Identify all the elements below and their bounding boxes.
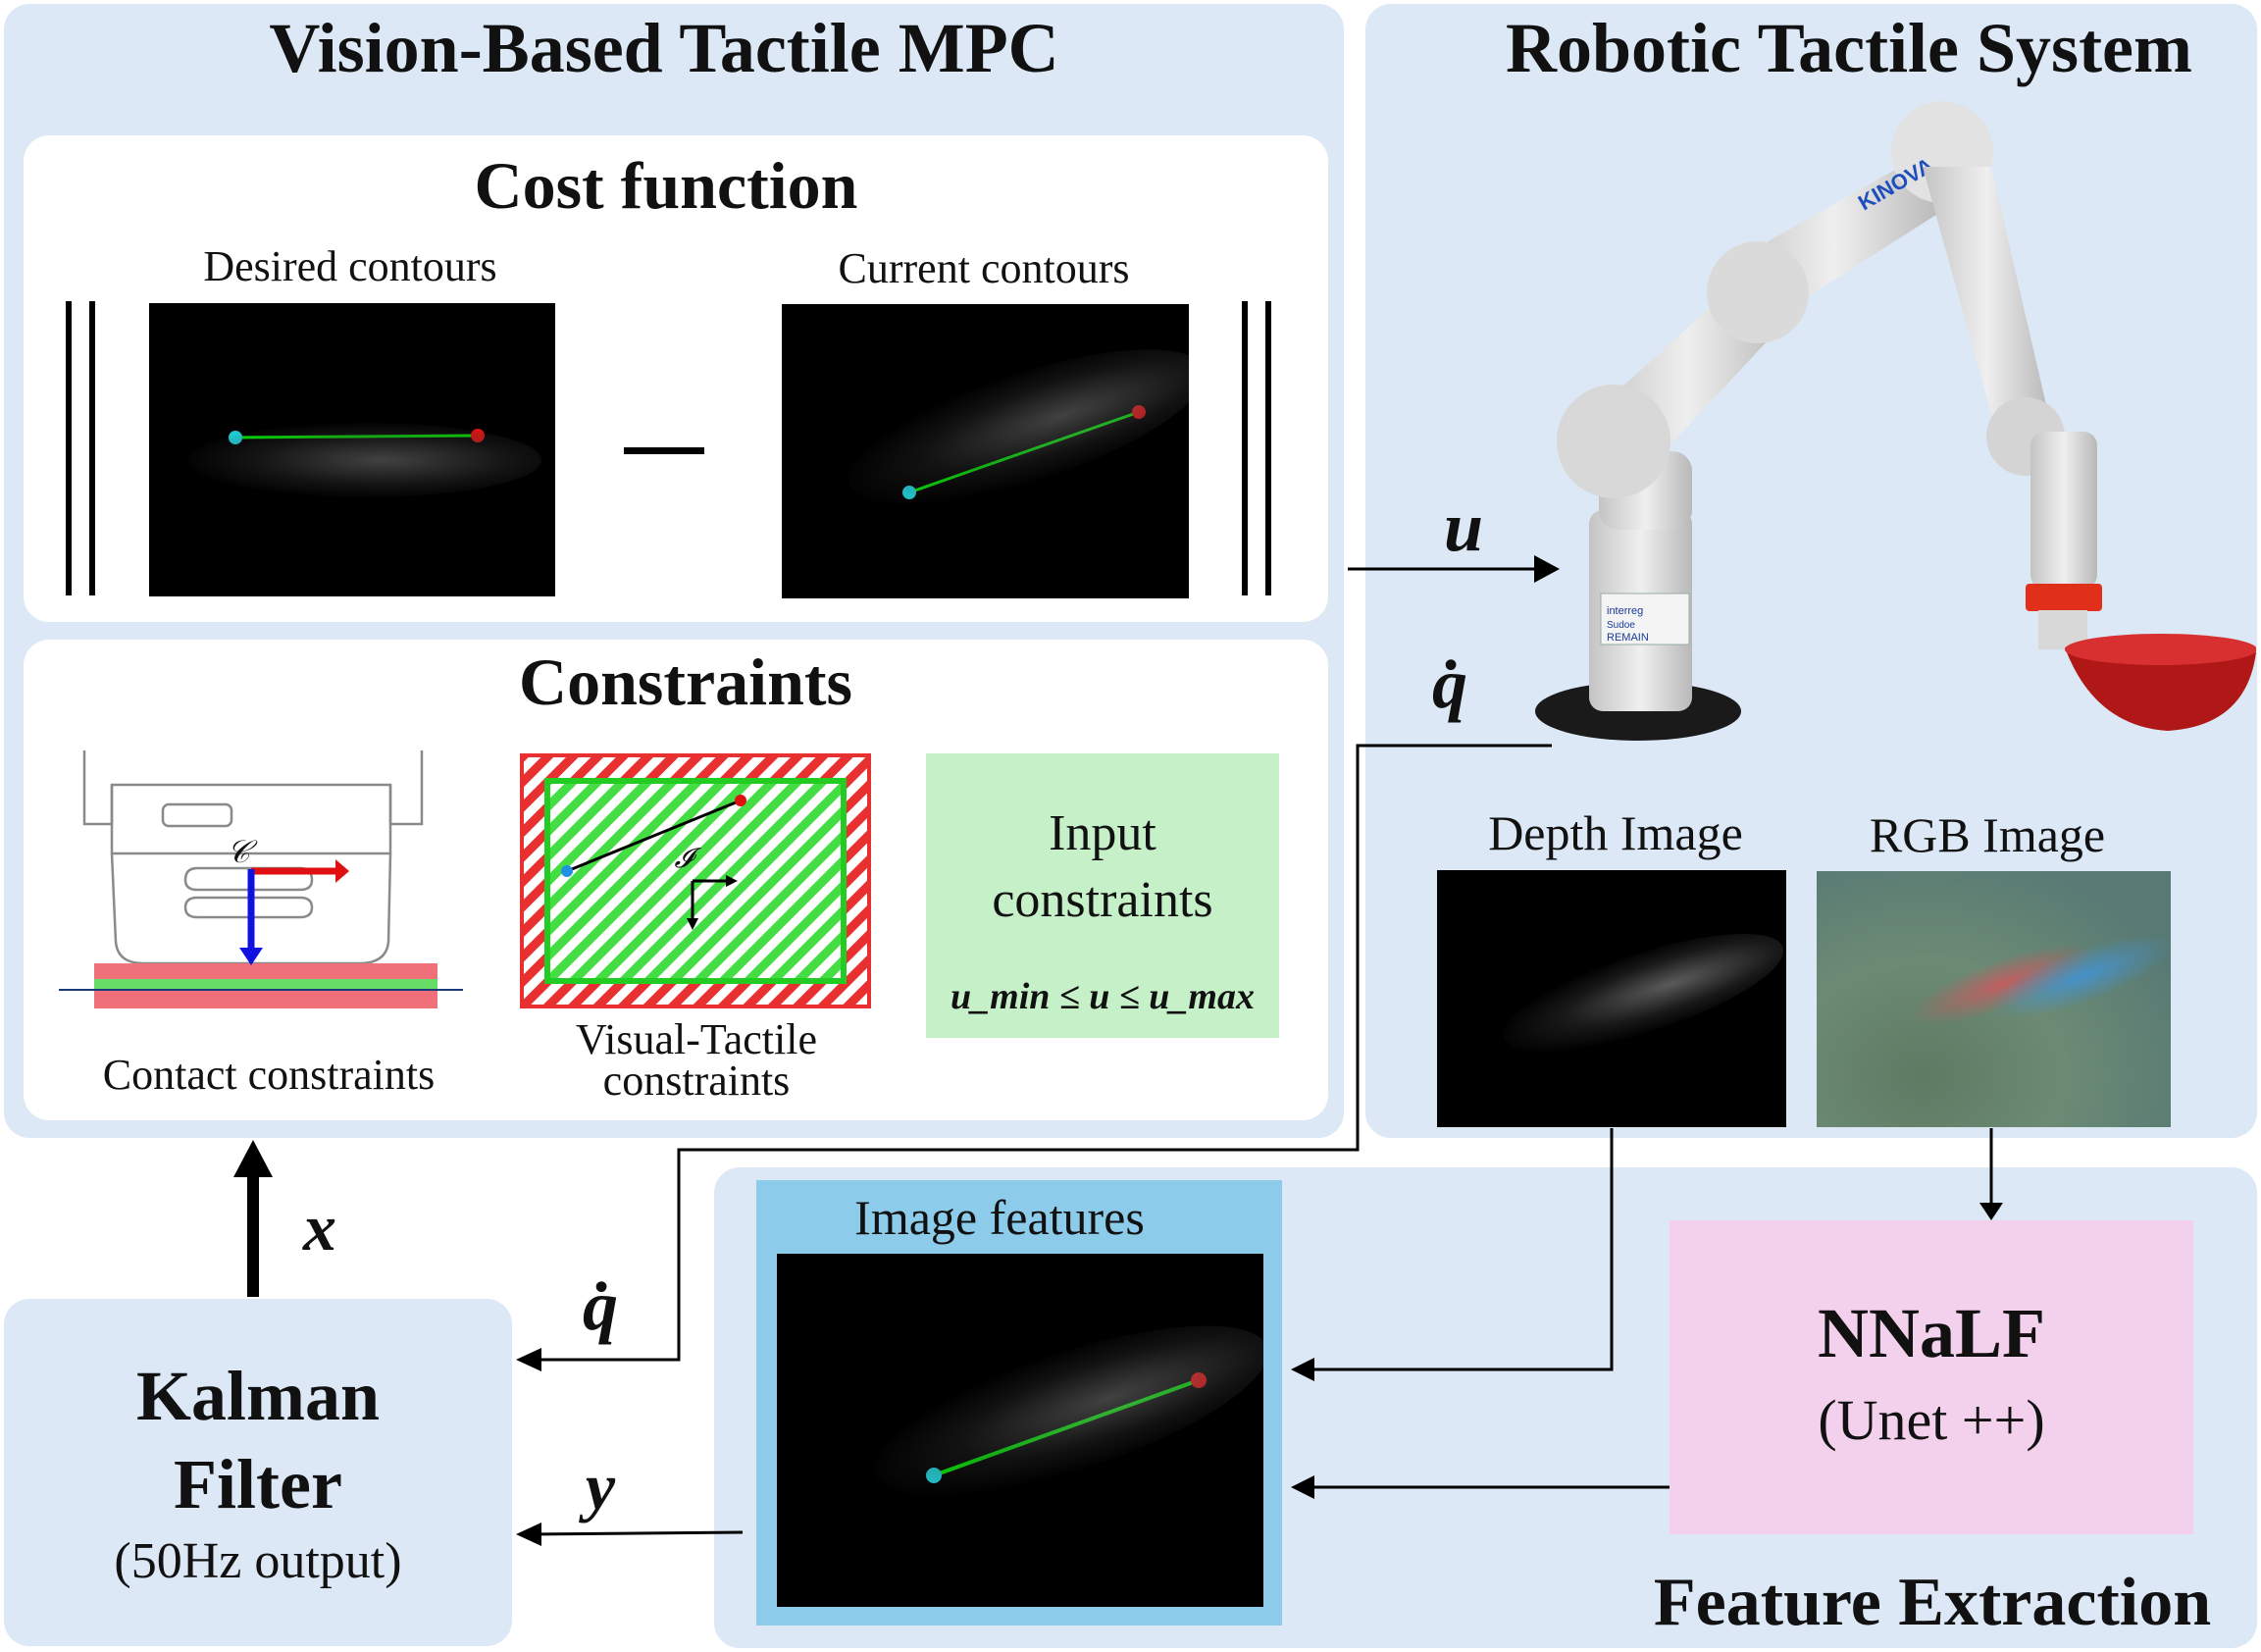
kalman-filter-box (4, 1299, 512, 1646)
visual-tactile-constraint-drawing (520, 753, 871, 1008)
image-features-label: Image features (854, 1190, 1145, 1245)
nnalf-subtitle: (Unet ++) (1818, 1388, 2045, 1452)
signal-qdot-top-label: q̇ (1432, 645, 1467, 723)
robot-sticker-line1: interreg (1607, 605, 1643, 617)
robot-panel-title: Robotic Tactile System (1506, 9, 2192, 87)
signal-x-label: x (303, 1190, 336, 1265)
contact-layer-green (94, 979, 437, 991)
visual-end-point (735, 795, 746, 806)
arrow-y (529, 1530, 744, 1536)
signal-qdot-bottom-label: q̇ (583, 1266, 618, 1345)
signal-u-label: u (1443, 488, 1484, 566)
desired-contour-image (149, 303, 555, 596)
nnalf-box (1670, 1220, 2193, 1534)
kalman-title-line1: Kalman (135, 1357, 381, 1435)
robot-wrist (2030, 432, 2097, 589)
depth-image-label: Depth Image (1488, 805, 1743, 860)
kalman-rate-label: (50Hz output) (114, 1533, 402, 1589)
desired-contours-label: Desired contours (203, 242, 497, 290)
visual-tactile-label-line2: constraints (602, 1057, 791, 1105)
norm-bar-right-1 (1242, 301, 1248, 595)
visual-frame-symbol: 𝓘 (674, 844, 694, 874)
contact-layer-red-bottom (94, 991, 437, 1008)
norm-bar-left-2 (89, 301, 95, 595)
input-constraints-line1: Input (1049, 805, 1156, 861)
contact-layer-red-top (94, 963, 437, 979)
norm-bar-right-2 (1265, 301, 1271, 595)
depth-image (1437, 870, 1786, 1127)
cost-function-title: Cost function (474, 148, 858, 223)
robot-sticker-line3: REMAIN (1607, 632, 1649, 644)
robot-sticker-line2: Sudoe (1607, 620, 1635, 631)
input-constraints-line2: constraints (992, 872, 1213, 928)
input-constraints-formula: u_min ≤ u ≤ u_max (951, 976, 1255, 1017)
feature-panel-title: Feature Extraction (1653, 1565, 2212, 1640)
robot-gripper-band (2026, 584, 2102, 611)
image-features-image (777, 1254, 1263, 1607)
nnalf-title: NNaLF (1818, 1294, 2045, 1372)
minus-sign (624, 447, 704, 454)
robot-forearm (1923, 167, 2050, 432)
current-contour-image (782, 304, 1189, 598)
contact-constraints-label: Contact constraints (102, 1051, 436, 1099)
contact-constraint-drawing (59, 750, 463, 1008)
rgb-image (1817, 871, 2171, 1127)
robot-red-bowl (2065, 641, 2256, 731)
constraints-title: Constraints (518, 645, 853, 719)
visual-start-point (561, 865, 573, 877)
kalman-title-line2: Filter (174, 1445, 342, 1523)
mpc-panel-title: Vision-Based Tactile MPC (269, 9, 1059, 87)
depth-glow (1490, 909, 1786, 1076)
rgb-image-label: RGB Image (1869, 807, 2106, 862)
current-contours-label: Current contours (838, 244, 1130, 292)
contact-frame-symbol: 𝒞 (227, 834, 250, 869)
signal-y-label: y (585, 1449, 616, 1523)
desired-glow (188, 423, 541, 497)
robot-arm: interreg Sudoe REMAIN KINOVA (1535, 101, 2256, 741)
norm-bar-left-1 (66, 301, 72, 595)
